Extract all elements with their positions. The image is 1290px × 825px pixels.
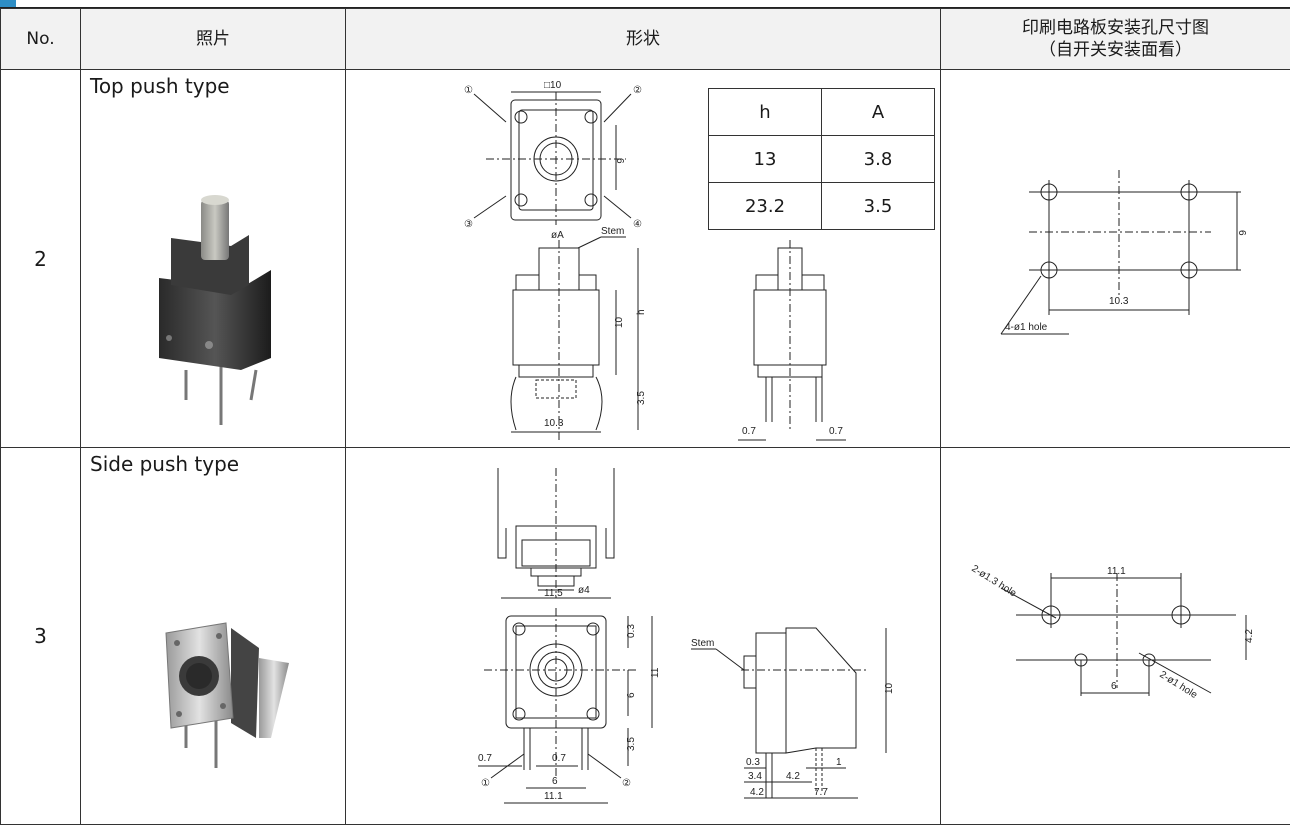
pcb-pitch-top: 11.1 (1107, 566, 1126, 577)
header-photo: 照片 (81, 9, 346, 70)
dim-stem-dia: øA (551, 230, 564, 241)
dim-side-77: 7.7 (814, 787, 828, 798)
pcb-drawing-cell: 2-ø1.3 hole 11.1 6 4.2 2-ø1 hole (941, 448, 1290, 825)
spec-table: No. 照片 形状 印刷电路板安装孔尺寸图（自开关安装面看） 2 Top pus… (0, 8, 1290, 825)
pcb-drawing-cell: 6 10.3 4-ø1 hole (941, 70, 1290, 448)
pcb-hole-drawing: 2-ø1.3 hole 11.1 6 4.2 2-ø1 hole (941, 448, 1290, 825)
stem-label: Stem (691, 638, 714, 649)
dim-side-42b: 4.2 (750, 787, 764, 798)
row-number: 3 (1, 448, 81, 825)
top-push-switch-photo (81, 70, 345, 448)
dim-03: 0.3 (626, 624, 637, 638)
dim-6: 6 (626, 692, 637, 698)
dim-lead-left: 0.7 (478, 753, 492, 764)
dim-lead-mid: 0.7 (552, 753, 566, 764)
dim-11: 11 (650, 667, 661, 678)
dim-stem-dia: ø4 (578, 585, 590, 596)
dim-side-42: 4.2 (786, 771, 800, 782)
photo-cell: Side push type (81, 448, 346, 825)
row-number: 2 (1, 70, 81, 448)
dim-overall: 11.1 (544, 791, 563, 802)
pcb-pitch-h: 10.3 (1109, 296, 1129, 307)
photo-cell: Top push type (81, 70, 346, 448)
pcb-hole-drawing: 6 10.3 4-ø1 hole (941, 70, 1290, 448)
pcb-pitch-bottom: 6 (1111, 681, 1117, 692)
pin-label: ④ (633, 219, 642, 230)
header-no: No. (1, 9, 81, 70)
pcb-hole-small: 2-ø1 hole (1157, 669, 1199, 701)
pin-label: ① (464, 85, 473, 96)
side-push-drawing: ø4 11.5 0.3 11 6 3.5 (346, 448, 940, 825)
header-row: No. 照片 形状 印刷电路板安装孔尺寸图（自开关安装面看） (1, 9, 1290, 70)
pcb-pitch-v: 4.2 (1244, 629, 1255, 643)
dim-lead-right: 0.7 (829, 426, 843, 437)
dim-height-10: 10 (614, 316, 625, 328)
pin-label: ③ (464, 219, 473, 230)
shape-drawing-cell: □10 6 ① ② ③ ④ øA Stem (346, 70, 941, 448)
ha-header: h (709, 89, 822, 136)
side-push-switch-photo (81, 448, 345, 825)
ha-cell: 13 (709, 136, 822, 183)
pin-label: ② (622, 778, 631, 789)
dim-side-34: 3.4 (748, 771, 762, 782)
dim-side-h: 10 (884, 682, 895, 694)
dim-pitch: 6 (614, 158, 625, 164)
table-row: 3 Side push type (1, 448, 1290, 825)
pcb-hole-note: 4-ø1 hole (1005, 322, 1048, 333)
dim-lead-left: 0.7 (742, 426, 756, 437)
pin-label: ② (633, 85, 642, 96)
ha-cell: 3.5 (822, 183, 935, 230)
pin-label: ① (481, 778, 490, 789)
dim-side-03: 0.3 (746, 757, 760, 768)
ha-header: A (822, 89, 935, 136)
pcb-pitch-v: 6 (1236, 230, 1247, 236)
dim-top-width: 11.5 (544, 588, 563, 599)
dim-width: 10.3 (544, 418, 564, 429)
ha-cell: 23.2 (709, 183, 822, 230)
dim-square: □10 (544, 80, 562, 91)
table-row: 2 Top push type □10 (1, 70, 1290, 448)
shape-drawing-cell: ø4 11.5 0.3 11 6 3.5 (346, 448, 941, 825)
header-shape: 形状 (346, 9, 941, 70)
dim-lead: 3.5 (636, 391, 647, 405)
dim-height-h: h (636, 309, 647, 315)
dim-35: 3.5 (626, 737, 637, 751)
dim-side-1: 1 (836, 757, 842, 768)
stem-label: Stem (601, 226, 624, 237)
ha-cell: 3.8 (822, 136, 935, 183)
header-pcb: 印刷电路板安装孔尺寸图（自开关安装面看） (941, 9, 1290, 70)
pcb-hole-big: 2-ø1.3 hole (969, 563, 1018, 599)
dim-pitch: 6 (552, 776, 558, 787)
